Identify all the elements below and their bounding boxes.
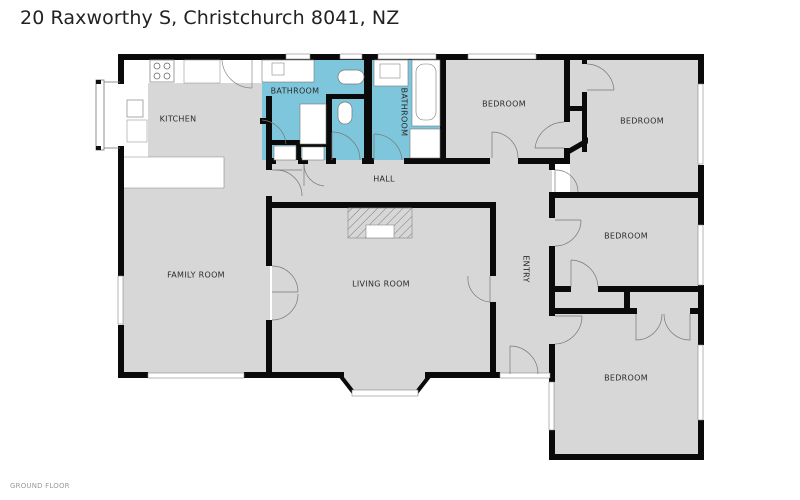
wall <box>582 54 587 64</box>
wall <box>118 54 265 60</box>
wall <box>566 106 586 111</box>
entry-floor <box>494 160 552 376</box>
property-address: 20 Raxworthy S, Christchurch 8041, NZ <box>20 7 400 29</box>
kitchen-cabinet <box>183 59 221 84</box>
floor-level-label: GROUND FLOOR <box>10 482 70 490</box>
room-label-living-room: LIVING ROOM <box>352 279 410 289</box>
wall <box>564 148 570 164</box>
wall <box>549 160 555 170</box>
wall <box>490 202 496 276</box>
stove-icon <box>149 59 175 83</box>
room-label-bedroom-4: BEDROOM <box>604 373 648 383</box>
wall <box>549 246 555 316</box>
room-label-bedroom-3: BEDROOM <box>604 231 648 241</box>
wall <box>440 54 704 60</box>
room-label-entry: ENTRY <box>521 255 531 283</box>
wall <box>549 286 571 292</box>
wall <box>518 158 570 164</box>
wall <box>404 158 490 164</box>
wall <box>270 202 496 208</box>
wall <box>549 192 555 218</box>
wall <box>118 372 148 378</box>
wall <box>440 54 446 160</box>
room-label-bathroom-2: BATHROOM <box>399 87 409 137</box>
room-label-bathroom-1: BATHROOM <box>270 86 320 96</box>
wall <box>244 372 344 378</box>
wall <box>549 430 555 460</box>
room-label-bedroom-1: BEDROOM <box>482 99 526 109</box>
bathroom-2-fixtures <box>373 59 441 161</box>
wall <box>549 308 637 314</box>
closet-floor <box>567 58 585 164</box>
family-room-floor <box>122 188 270 374</box>
wall <box>266 196 272 266</box>
room-label-kitchen: KITCHEN <box>159 114 197 124</box>
wall <box>326 94 366 99</box>
wall <box>549 454 704 460</box>
wall <box>266 158 276 164</box>
wall <box>296 140 301 160</box>
wall <box>266 320 272 378</box>
wall <box>298 158 308 164</box>
kitchen-sink-icon <box>126 99 148 143</box>
windows <box>117 53 704 431</box>
wall <box>118 146 124 276</box>
room-label-hall: HALL <box>373 174 395 184</box>
wall <box>698 285 704 345</box>
hall-doors <box>271 63 691 375</box>
kitchen-window <box>95 79 120 151</box>
wall <box>326 158 336 164</box>
room-label-family-room: FAMILY ROOM <box>167 270 225 280</box>
fireplace-icon <box>347 207 413 239</box>
wall <box>690 308 704 314</box>
room-label-bedroom-2: BEDROOM <box>620 116 664 126</box>
bedroom-3-floor <box>552 194 700 290</box>
bedroom-4-floor <box>552 310 700 456</box>
wall <box>549 344 555 382</box>
bedroom-1-floor <box>445 58 567 160</box>
wall <box>564 54 570 122</box>
wall <box>549 192 704 198</box>
wall <box>118 54 124 84</box>
wall <box>266 96 272 170</box>
wall <box>425 372 500 378</box>
wall <box>326 94 332 160</box>
wall <box>260 118 272 124</box>
wall <box>118 325 124 377</box>
wall <box>698 420 704 460</box>
wall <box>624 286 630 312</box>
wall <box>364 54 372 160</box>
kitchen-door <box>221 59 253 89</box>
wall <box>272 140 298 145</box>
bathroom-1-fixtures <box>261 59 365 161</box>
wall <box>296 142 326 147</box>
bedroom-2-floor <box>570 58 700 194</box>
wall <box>598 286 704 292</box>
wall <box>582 92 587 152</box>
wall <box>698 54 704 84</box>
wall <box>362 158 374 164</box>
wall <box>490 302 496 378</box>
